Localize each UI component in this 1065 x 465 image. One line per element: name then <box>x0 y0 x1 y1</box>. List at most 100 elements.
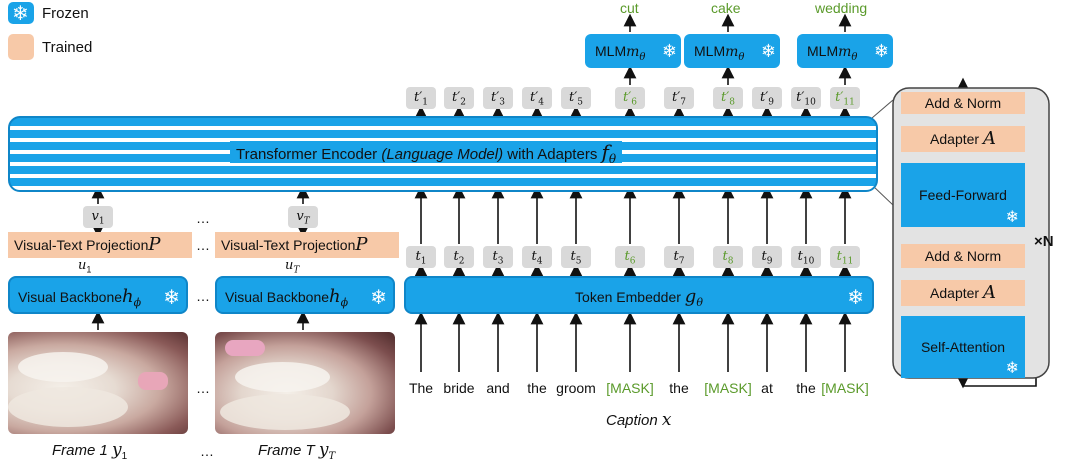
adapter-math: A <box>982 282 996 303</box>
add-norm-label: Add & Norm <box>924 95 1002 111</box>
cake-tier <box>220 394 350 430</box>
frame-1-caption: Frame 1 y1 <box>52 440 127 462</box>
token-base: t <box>415 249 421 264</box>
token-sub: 4 <box>538 97 544 108</box>
frame-label: Frame T <box>258 442 319 459</box>
embedder-math: g <box>684 286 697 307</box>
projection-math: P <box>148 234 161 255</box>
token-base: t′ <box>491 90 500 105</box>
token-base: t′ <box>835 90 844 105</box>
output-token: t′2 <box>444 87 474 109</box>
ellipsis: … <box>196 237 210 253</box>
token-base: t′ <box>452 90 461 105</box>
caption-label: Caption x <box>606 410 671 430</box>
u-sub: 1 <box>86 264 92 275</box>
encoder-math: f <box>601 140 609 164</box>
frame-T-caption: Frame T yT <box>258 440 335 462</box>
ellipsis: … <box>196 288 210 304</box>
feed-forward-label: Feed-Forward <box>919 187 1007 203</box>
ellipsis: … <box>200 443 214 459</box>
frame-1-image <box>8 332 188 434</box>
encoder-sub: θ <box>608 152 617 166</box>
mlm-output-word: cake <box>711 0 741 16</box>
output-token: t′6 <box>615 87 645 109</box>
projection-math: P <box>355 234 368 255</box>
visual-token-v1: v1 <box>83 206 113 228</box>
mlm-math: m <box>838 44 852 60</box>
token-base: t <box>570 249 576 264</box>
frame-math: y <box>112 440 122 460</box>
token-sub: 5 <box>577 97 583 108</box>
token-base: t′ <box>623 90 632 105</box>
add-norm-label: Add & Norm <box>924 248 1002 264</box>
projection-label: Visual-Text Projection <box>221 237 356 253</box>
legend-trained-swatch <box>8 34 34 60</box>
input-token: t6 <box>615 246 645 268</box>
output-token: t′3 <box>483 87 513 109</box>
visual-text-projection: Visual-Text ProjectionP <box>8 232 192 258</box>
backbone-label: Visual Backbone <box>18 289 123 305</box>
token-base: t′ <box>796 90 805 105</box>
input-token: t9 <box>752 246 782 268</box>
token-sub: 3 <box>499 97 505 108</box>
caption-word: groom <box>556 380 596 396</box>
caption-label-text: Caption <box>606 412 662 429</box>
snowflake-icon: ❄ <box>873 41 889 62</box>
ribbon <box>225 340 265 356</box>
token-sub: 9 <box>766 256 773 267</box>
backbone-label: Visual Backbone <box>225 289 330 305</box>
add-norm-top: Add & Norm <box>901 92 1025 114</box>
token-sub: 11 <box>843 97 855 108</box>
backbone-math: h <box>122 286 134 307</box>
frame-sub: 1 <box>121 451 128 462</box>
token-base: t <box>722 249 728 264</box>
token-base: t <box>492 249 498 264</box>
output-token: t′4 <box>522 87 552 109</box>
visual-token-vT: vT <box>288 206 318 228</box>
input-token: t2 <box>444 246 474 268</box>
mlm-sub: θ <box>639 51 646 63</box>
embedder-sub: θ <box>696 295 703 309</box>
caption-math: x <box>661 410 672 430</box>
adapter-bottom: Adapter A <box>901 280 1025 306</box>
token-sub: 1 <box>422 97 428 108</box>
legend-trained-label: Trained <box>42 39 93 56</box>
caption-word: bride <box>443 380 475 396</box>
token-base: t <box>761 249 767 264</box>
frame-T-image <box>215 332 395 434</box>
output-token: t′11 <box>830 87 860 109</box>
input-token: t10 <box>791 246 821 268</box>
projection-label: Visual-Text Projection <box>14 237 149 253</box>
output-token: t′8 <box>713 87 743 109</box>
token-base: t <box>797 249 803 264</box>
mlm-label: MLM <box>694 43 726 59</box>
token-base: t′ <box>414 90 423 105</box>
mlm-label: MLM <box>595 43 627 59</box>
token-base: t <box>531 249 537 264</box>
caption-word: at <box>761 380 773 396</box>
input-token: t11 <box>830 246 860 268</box>
token-sub: 8 <box>727 256 734 267</box>
frame-label: Frame 1 <box>52 442 113 459</box>
token-base: t′ <box>760 90 769 105</box>
cake-tier <box>18 352 108 382</box>
encoder-label-text: with Adapters <box>503 146 602 163</box>
input-token: t1 <box>406 246 436 268</box>
snowflake-icon: ❄ <box>163 285 180 309</box>
snowflake-icon: ❄ <box>370 285 387 309</box>
caption-word: the <box>796 380 816 396</box>
token-sub: 6 <box>629 256 636 267</box>
token-embedder: Token Embedder gθ ❄ <box>404 276 874 314</box>
mlm-output-word: cut <box>620 0 639 16</box>
token-base: t′ <box>721 90 730 105</box>
mlm-head: MLMmθ ❄ <box>684 34 780 68</box>
caption-word: the <box>527 380 547 396</box>
u-base: u <box>285 258 294 273</box>
backbone-sub: ϕ <box>133 295 142 309</box>
adapter-label: Adapter <box>930 285 980 301</box>
input-token: t7 <box>664 246 694 268</box>
uT-label: uT <box>285 257 299 276</box>
output-token: t′9 <box>752 87 782 109</box>
encoder-label: Transformer Encoder (Language Model) wit… <box>230 140 623 166</box>
input-token: t4 <box>522 246 552 268</box>
